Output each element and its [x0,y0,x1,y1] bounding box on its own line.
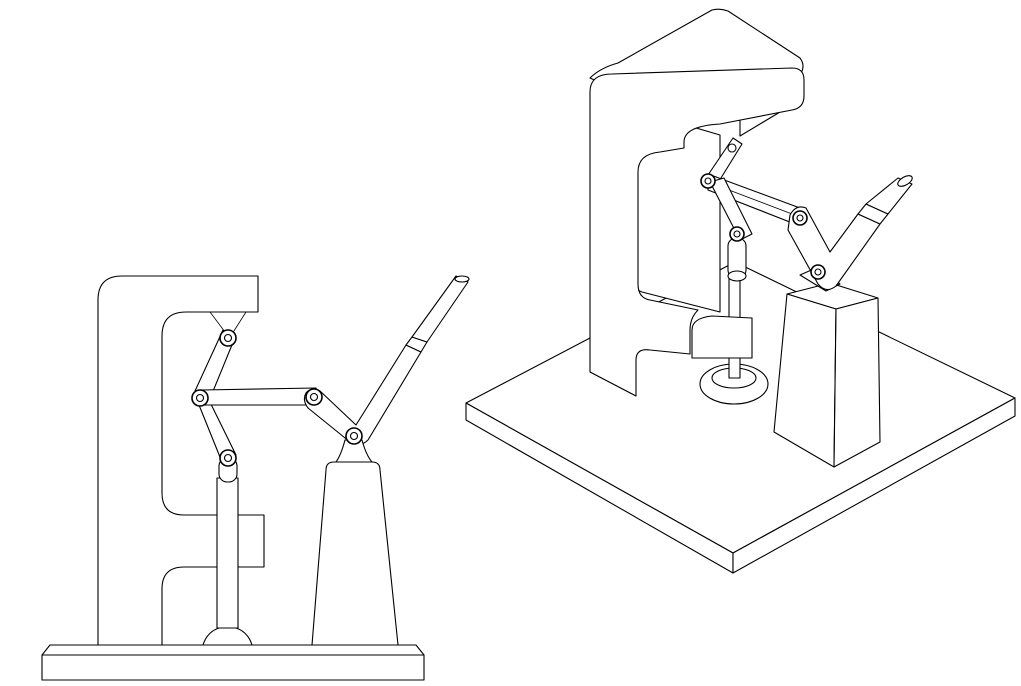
front-connecting-link [201,387,319,406]
front-view [41,275,470,681]
front-plunger [202,457,253,646]
iso-c-frame [589,8,805,397]
front-support-pedestal [311,439,399,646]
front-pins [191,329,363,467]
front-upper-link [194,311,247,402]
front-handle-lever [303,275,470,446]
iso-view [465,8,1016,574]
iso-pins [700,143,826,280]
front-base-plate [41,644,425,681]
iso-support-pedestal [773,267,881,468]
front-c-frame [97,275,265,646]
iso-lower-link [709,177,753,241]
